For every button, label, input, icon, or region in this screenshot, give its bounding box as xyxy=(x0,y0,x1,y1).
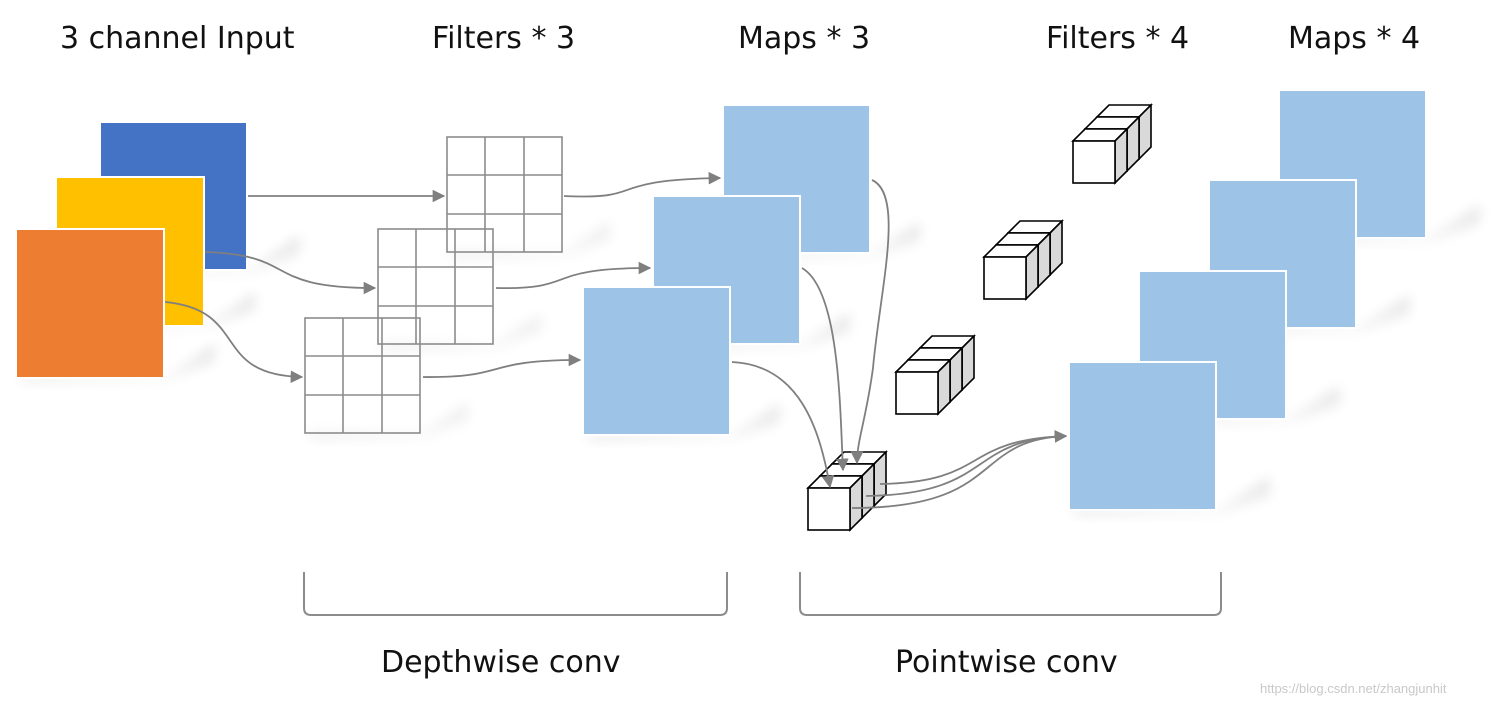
pointwise-filter-2 xyxy=(982,219,1064,301)
connection-arrows xyxy=(164,171,1068,509)
arrow-orange-to-filter-3 xyxy=(164,301,304,384)
depthwise-filters xyxy=(304,136,610,439)
depthwise-brace xyxy=(303,572,728,616)
depthwise-maps xyxy=(582,104,920,440)
input-channel-orange xyxy=(15,228,165,379)
input-channels xyxy=(15,121,300,382)
depthwise-filter-3 xyxy=(304,317,421,434)
watermark: https://blog.csdn.net/zhangjunhit xyxy=(1260,681,1447,696)
arrow-map-2-to-cube xyxy=(801,267,849,472)
arrow-filter-3-to-map-3 xyxy=(422,353,582,378)
header-filters-depthwise: Filters * 3 xyxy=(432,21,575,56)
pointwise-filters xyxy=(806,103,1153,532)
header-maps-depthwise: Maps * 3 xyxy=(738,21,870,56)
arrow-filter-2-to-map-2 xyxy=(495,261,652,290)
pointwise-conv-label: Pointwise conv xyxy=(895,645,1118,680)
depthwise-map-3 xyxy=(582,286,731,436)
header-filters-pointwise: Filters * 4 xyxy=(1046,21,1189,56)
arrow-cube-to-pw-map-c xyxy=(851,430,1068,509)
arrow-yellow-to-filter-2 xyxy=(204,251,377,295)
arrow-cube-to-pw-map-b xyxy=(865,430,1068,497)
pointwise-filter-1 xyxy=(1071,103,1153,185)
depthwise-filter-1 xyxy=(446,136,563,253)
arrow-cube-to-pw-map-a xyxy=(879,430,1068,485)
pointwise-brace xyxy=(799,572,1222,616)
header-input: 3 channel Input xyxy=(60,21,295,56)
arrow-map-1-to-cube xyxy=(850,179,890,465)
header-maps-pointwise: Maps * 4 xyxy=(1288,21,1420,56)
pointwise-filter-3 xyxy=(894,334,976,416)
pointwise-filter-active xyxy=(806,450,888,532)
depthwise-conv-label: Depthwise conv xyxy=(381,645,621,680)
depthwise-filter-2 xyxy=(377,228,494,345)
arrow-map-3-to-cube xyxy=(731,361,835,489)
arrow-filter-1-to-map-1 xyxy=(563,171,722,198)
pointwise-map-4 xyxy=(1068,361,1217,511)
pointwise-maps xyxy=(1068,89,1480,515)
